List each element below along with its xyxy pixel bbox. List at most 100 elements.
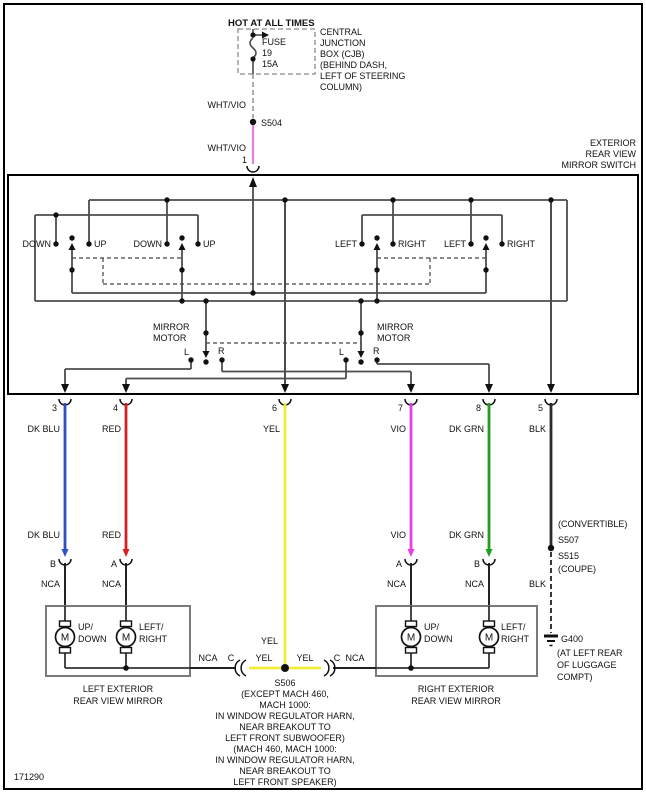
svg-text:5: 5 <box>538 403 543 413</box>
svg-text:MIRROR: MIRROR <box>153 322 190 332</box>
svg-text:EXTERIOR: EXTERIOR <box>590 138 637 148</box>
svg-text:NCA: NCA <box>465 579 484 589</box>
mirror-connector-arrows <box>61 549 493 557</box>
wire-color-labels-row2: DK BLU RED VIO DK GRN <box>27 530 484 540</box>
svg-text:NEAR BREAKOUT TO: NEAR BREAKOUT TO <box>239 766 331 776</box>
left-mirror-assembly: M M UP/ DOWN LEFT/ RIGHT LEFT EXTERIOR R… <box>45 605 191 706</box>
mirror-switch-box <box>7 174 639 395</box>
junction-dot <box>408 665 414 671</box>
svg-text:M: M <box>485 633 493 644</box>
svg-text:DK BLU: DK BLU <box>27 530 60 540</box>
svg-text:(AT LEFT REAR: (AT LEFT REAR <box>557 648 623 658</box>
svg-text:LEFT FRONT SPEAKER): LEFT FRONT SPEAKER) <box>233 777 336 787</box>
pin-1-label: 1 <box>242 155 247 165</box>
wire-color-label: WHT/VIO <box>208 100 247 110</box>
page-border <box>3 3 643 790</box>
svg-text:L: L <box>184 347 189 357</box>
svg-text:BLK: BLK <box>529 424 546 434</box>
fuse-feed-arrow-icon <box>262 31 269 39</box>
svg-text:YEL: YEL <box>263 424 280 434</box>
ground-id: G400 <box>561 634 583 644</box>
fuse-amperage: 15A <box>262 59 278 69</box>
svg-text:RED: RED <box>102 530 122 540</box>
svg-text:A: A <box>111 559 117 569</box>
svg-text:4: 4 <box>113 403 118 413</box>
fuse-contact-dot <box>250 32 256 38</box>
junction-dots <box>53 197 554 365</box>
right-mirror-wiring <box>376 606 490 669</box>
splice-s504-label: S504 <box>261 118 282 128</box>
svg-text:MOTOR: MOTOR <box>153 333 187 343</box>
svg-text:RIGHT: RIGHT <box>501 634 530 644</box>
fuse-label: FUSE <box>262 37 286 47</box>
svg-text:NEAR BREAKOUT TO: NEAR BREAKOUT TO <box>239 722 331 732</box>
svg-text:L: L <box>339 347 344 357</box>
svg-text:LEFT: LEFT <box>444 239 467 249</box>
svg-text:B: B <box>474 559 480 569</box>
cjb-fuse-box <box>237 28 316 75</box>
nca-labels: NCA NCA NCA NCA <box>41 579 484 589</box>
svg-text:LEFT FRONT SUBWOOFER): LEFT FRONT SUBWOOFER) <box>225 733 345 743</box>
svg-text:LEFT OF STEERING: LEFT OF STEERING <box>320 71 405 81</box>
right-mirror-title: RIGHT EXTERIOR <box>418 684 495 694</box>
switch-internal-wiring <box>34 184 568 386</box>
svg-text:COMPT): COMPT) <box>557 672 593 682</box>
svg-text:NCA: NCA <box>41 579 60 589</box>
svg-text:REAR VIEW: REAR VIEW <box>585 149 636 159</box>
svg-text:UP/: UP/ <box>424 622 440 632</box>
svg-text:DOWN: DOWN <box>424 634 453 644</box>
svg-text:8: 8 <box>476 403 481 413</box>
splice-s506-dot <box>281 664 289 672</box>
left-mirror-title: LEFT EXTERIOR <box>83 684 154 694</box>
s506-common-row: YEL NCA C YEL YEL C NCA S506 (EXCEPT MAC… <box>190 636 376 787</box>
svg-text:MACH 1000:: MACH 1000: <box>259 700 311 710</box>
svg-text:C: C <box>228 653 235 663</box>
switch-arrows <box>61 177 555 393</box>
svg-text:YEL: YEL <box>296 653 313 663</box>
svg-text:NCA: NCA <box>198 653 217 663</box>
svg-text:M: M <box>61 633 69 644</box>
svg-text:NCA: NCA <box>102 579 121 589</box>
switch-mechanical-links <box>72 257 486 344</box>
svg-text:B: B <box>50 559 56 569</box>
svg-text:DK GRN: DK GRN <box>449 530 484 540</box>
svg-text:JUNCTION: JUNCTION <box>320 38 366 48</box>
coupe-label: (COUPE) <box>558 564 596 574</box>
wire-color-labels-row1: DK BLU RED YEL VIO DK GRN BLK <box>27 424 546 434</box>
wire-color-label: WHT/VIO <box>208 143 247 153</box>
svg-text:R: R <box>373 346 380 356</box>
svg-text:VIO: VIO <box>390 530 406 540</box>
svg-text:DK GRN: DK GRN <box>449 424 484 434</box>
left-leftright-motor-icon: M <box>115 620 137 654</box>
svg-text:UP: UP <box>203 239 216 249</box>
svg-text:MIRROR SWITCH: MIRROR SWITCH <box>562 160 637 170</box>
svg-text:OF LUGGAGE: OF LUGGAGE <box>557 660 617 670</box>
hot-at-all-times-label: HOT AT ALL TIMES <box>228 18 315 29</box>
power-feed-section: HOT AT ALL TIMES FUSE 19 15A CENTRAL JUN… <box>208 18 405 173</box>
right-updown-motor-icon: M <box>400 620 422 654</box>
splice-s507-dot <box>547 544 555 552</box>
fuse-number: 19 <box>262 48 272 58</box>
svg-text:(MACH 460, MACH 1000:: (MACH 460, MACH 1000: <box>233 744 337 754</box>
svg-text:MIRROR: MIRROR <box>377 322 414 332</box>
svg-text:M: M <box>407 633 415 644</box>
harness-wires <box>63 403 553 668</box>
svg-text:LEFT/: LEFT/ <box>139 622 164 632</box>
splice-s507-label: S507 <box>558 535 579 545</box>
svg-text:3: 3 <box>52 403 57 413</box>
svg-text:R: R <box>218 346 225 356</box>
right-mirror-box <box>375 605 538 677</box>
mirror-motor-selector-labels: MIRROR MOTOR MIRROR MOTOR L R L R <box>153 322 414 357</box>
diagram-number: 171290 <box>14 772 44 782</box>
cjb-location-note: CENTRAL JUNCTION BOX (CJB) (BEHIND DASH,… <box>320 27 405 92</box>
svg-text:YEL: YEL <box>261 636 278 646</box>
svg-text:IN WINDOW REGULATOR HARN,: IN WINDOW REGULATOR HARN, <box>215 755 354 765</box>
svg-text:RIGHT: RIGHT <box>398 239 427 249</box>
svg-text:COLUMN): COLUMN) <box>320 82 362 92</box>
svg-text:UP: UP <box>94 239 107 249</box>
svg-text:A: A <box>396 559 402 569</box>
svg-text:VIO: VIO <box>390 424 406 434</box>
svg-text:DOWN: DOWN <box>134 239 163 249</box>
nca-stubs <box>64 563 490 606</box>
